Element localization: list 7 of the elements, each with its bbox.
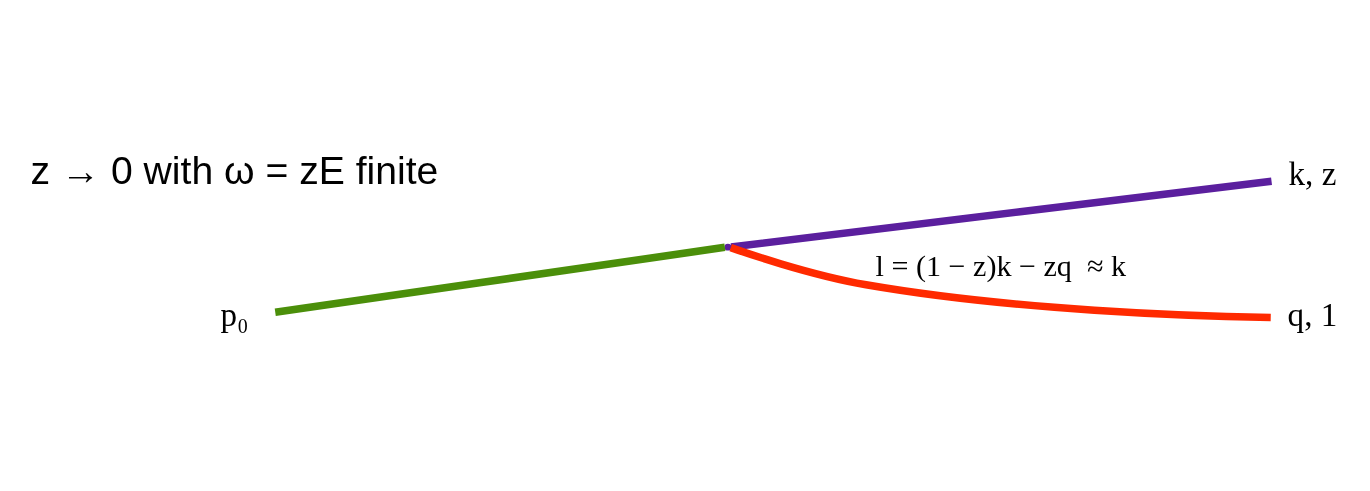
node-point — [724, 243, 732, 251]
label: z → 0 with ω = zE finite — [30, 148, 439, 192]
node-text: q, 1 — [1287, 295, 1338, 333]
node-text: p₀ — [220, 295, 249, 333]
edge-label: l = (1 − z)k − zq ≈ k — [875, 248, 1127, 283]
node-text: k, z — [1288, 154, 1337, 192]
connector — [274, 243, 726, 316]
